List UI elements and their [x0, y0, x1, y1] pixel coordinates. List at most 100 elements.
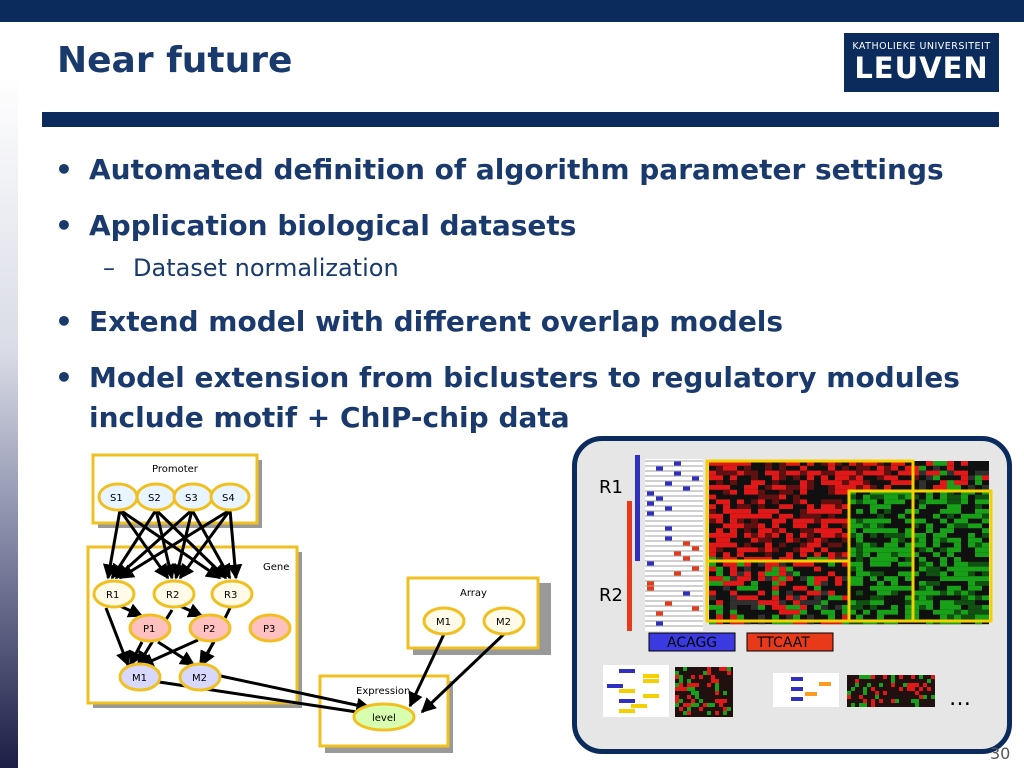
heatmap-cell [870, 509, 877, 514]
r2-red-bar [627, 501, 632, 631]
heatmap-cell [821, 533, 828, 538]
sub-bullet-item: –Dataset normalization [55, 252, 995, 284]
heatmap-cell [870, 504, 877, 509]
heatmap-cell [975, 576, 982, 581]
heatmap-cell [877, 585, 884, 591]
heatmap-cell [961, 561, 968, 567]
heatmap-cell [709, 590, 716, 596]
heatmap-cell [912, 605, 919, 610]
heatmap-cell [926, 600, 933, 605]
heatmap-cell [884, 509, 891, 514]
heatmap-cell [821, 461, 828, 466]
p-node [128, 613, 172, 643]
heatmap-cell [793, 614, 800, 620]
thumb-heatmap-cell [691, 703, 695, 707]
heatmap-cell [807, 504, 814, 509]
heatmap-cell [919, 485, 926, 490]
heatmap-cell [807, 513, 814, 519]
heatmap-cell [709, 552, 716, 557]
heatmap-cell [779, 566, 786, 572]
heatmap-cell [947, 609, 954, 615]
heatmap-cell [863, 499, 870, 505]
heatmap-cell [898, 537, 905, 543]
thumb-heatmap-cell [891, 683, 895, 687]
heatmap-cell [744, 533, 751, 538]
thumb-mark [631, 704, 647, 708]
heatmap-cell [975, 513, 982, 519]
heatmap-cell [891, 557, 898, 562]
heatmap-cell [870, 499, 877, 505]
heatmap-cell [954, 542, 961, 548]
thumb-heatmap-cell [863, 687, 867, 691]
bullet-item: •Application biological datasets [55, 206, 995, 246]
heatmap-cell [891, 576, 898, 581]
motif-mark [665, 536, 672, 541]
heatmap-cell [730, 571, 737, 577]
heatmap-cell [877, 461, 884, 466]
heatmap-cell [807, 475, 814, 481]
heatmap-cell [800, 465, 807, 471]
heatmap-cell [933, 533, 940, 538]
s-node [209, 482, 251, 512]
heatmap-cell [779, 576, 786, 581]
heatmap-cell [968, 485, 975, 490]
bullet-item: •Extend model with different overlap mod… [55, 302, 995, 342]
heatmap-cell [814, 576, 821, 581]
heatmap-cell [716, 499, 723, 505]
heatmap-cell [716, 533, 723, 538]
thumb-mark [619, 699, 635, 703]
heatmap-cell [884, 494, 891, 500]
motif-box-1 [648, 632, 736, 652]
thumb-heatmap-cell [683, 667, 687, 671]
thumb-heatmap-cell [871, 703, 875, 707]
heatmap-cell [884, 499, 891, 505]
heatmap-cell [765, 552, 772, 557]
heatmap-cell [758, 499, 765, 505]
heatmap-cell [940, 537, 947, 543]
heatmap-cell [807, 557, 814, 562]
heatmap-cell [849, 470, 856, 476]
thumb-heatmap-cell [675, 695, 679, 699]
heatmap-cell [744, 576, 751, 581]
heatmap-cell [758, 614, 765, 620]
heatmap-cell [905, 518, 912, 524]
heatmap-cell [898, 513, 905, 519]
heatmap-cell [765, 461, 772, 466]
level-node [352, 702, 416, 732]
heatmap-cell [926, 547, 933, 553]
thumb-heatmap-cell [687, 695, 691, 699]
heatmap-cell [891, 528, 898, 533]
heatmap-cell [982, 605, 989, 610]
heatmap-cell [940, 480, 947, 485]
heatmap-cell [786, 595, 793, 601]
heatmap-cell [835, 489, 842, 495]
heatmap-cell [884, 465, 891, 471]
motif-mark [665, 481, 672, 486]
heatmap-cell [877, 609, 884, 615]
heatmap-cell [905, 595, 912, 601]
heatmap-cell [891, 494, 898, 500]
heatmap-cell [926, 566, 933, 572]
heatmap-cell [723, 489, 730, 495]
heatmap-cell [870, 461, 877, 466]
heatmap-cell [975, 581, 982, 586]
heatmap-cell [961, 518, 968, 524]
heatmap-cell [744, 465, 751, 471]
heatmap-cell [947, 552, 954, 557]
heatmap-cell [835, 480, 842, 485]
heatmap-cell [905, 571, 912, 577]
heatmap-cell [835, 518, 842, 524]
heatmap-cell [919, 480, 926, 485]
heatmap-cell [744, 571, 751, 577]
heatmap-cell [821, 581, 828, 586]
array-m-label: M1 [436, 617, 451, 628]
thumb-mark [619, 709, 635, 713]
heatmap-cell [744, 561, 751, 567]
heatmap-cell [947, 461, 954, 466]
heatmap-cell [779, 571, 786, 577]
heatmap-cell [751, 480, 758, 485]
heatmap-cell [954, 537, 961, 543]
heatmap-cell [793, 605, 800, 610]
thumb-heatmap-cell [687, 679, 691, 683]
heatmap-cell [912, 537, 919, 543]
